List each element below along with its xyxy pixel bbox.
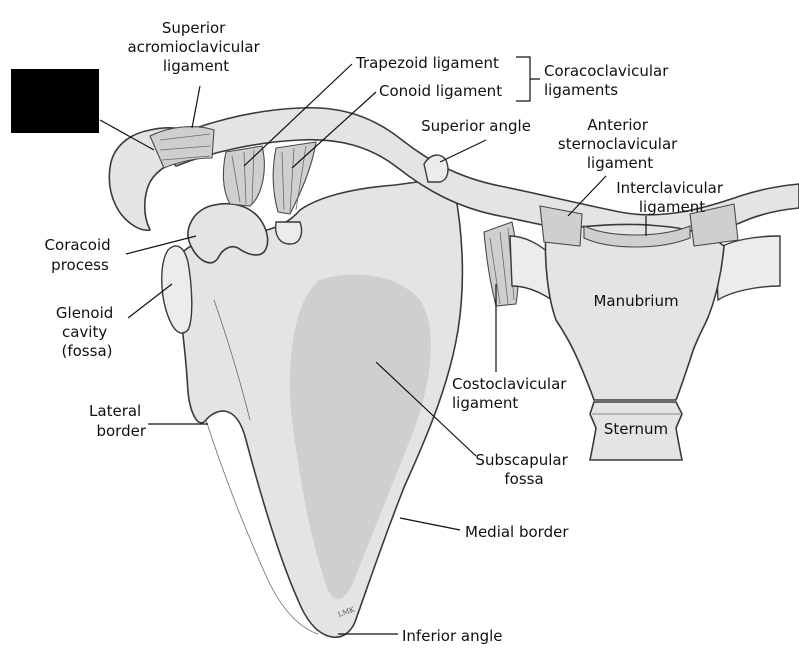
label-coracoclavicular-ligaments: Coracoclavicular ligaments <box>544 62 673 99</box>
leader-subscapular <box>375 361 477 457</box>
leader-conoid <box>291 91 377 169</box>
sternoclavicular-ligament-left <box>539 205 583 247</box>
trapezoid-ligament-shape <box>222 145 265 207</box>
leader-anterior-sternoclavicular <box>567 175 607 217</box>
coracoclavicular-bracket <box>516 56 540 102</box>
leader-coracoid <box>125 235 197 255</box>
first-rib-right <box>715 235 781 302</box>
sternoclavicular-ligament-right <box>689 203 739 247</box>
leader-superior-acromioclavicular <box>191 85 201 129</box>
label-medial-border: Medial border <box>465 523 569 541</box>
interclavicular-ligament-shape <box>583 225 691 248</box>
lateral-border-ridge <box>205 419 319 635</box>
label-costoclavicular-ligament: Costoclavicular ligament <box>452 375 571 412</box>
label-inferior-angle: Inferior angle <box>402 627 503 645</box>
glenoid-cavity <box>161 245 193 334</box>
leader-glenoid <box>127 283 173 319</box>
label-trapezoid-ligament: Trapezoid ligament <box>355 54 499 72</box>
label-coracoid-process: Coracoid process <box>45 236 116 274</box>
label-conoid-ligament: Conoid ligament <box>379 82 502 100</box>
label-sternum: Sternum <box>604 420 668 438</box>
label-interclavicular-ligament: Interclavicular ligament <box>616 179 728 216</box>
leader-trapezoid <box>243 63 353 167</box>
leader-redacted-acromion <box>99 119 155 151</box>
illustration <box>108 106 799 638</box>
label-lateral-border: Lateral border <box>89 402 147 440</box>
leader-lines <box>99 56 647 635</box>
label-glenoid-cavity: Glenoid cavity (fossa) <box>56 304 118 360</box>
coracoid-process <box>187 202 269 264</box>
clavicle <box>158 106 799 244</box>
leader-medial-border <box>399 517 461 531</box>
label-superior-angle: Superior angle <box>421 117 531 135</box>
label-anterior-sternoclavicular-ligament: Anterior sternoclavicular ligament <box>558 116 682 172</box>
labels: Superior acromioclavicular ligament Trap… <box>45 19 728 645</box>
superior-angle-shape <box>423 154 449 183</box>
label-manubrium: Manubrium <box>593 292 678 310</box>
scapular-notch <box>274 221 303 245</box>
subscapular-fossa-shading <box>289 274 431 600</box>
leader-superior-angle <box>439 139 487 163</box>
acromioclavicular-ligament-shape <box>149 126 215 169</box>
label-subscapular-fossa: Subscapular fossa <box>475 451 572 488</box>
manubrium-shape <box>544 223 725 401</box>
label-superior-acromioclavicular: Superior acromioclavicular ligament <box>127 19 264 75</box>
redaction-box <box>11 69 99 133</box>
sternum-shape <box>589 401 683 461</box>
